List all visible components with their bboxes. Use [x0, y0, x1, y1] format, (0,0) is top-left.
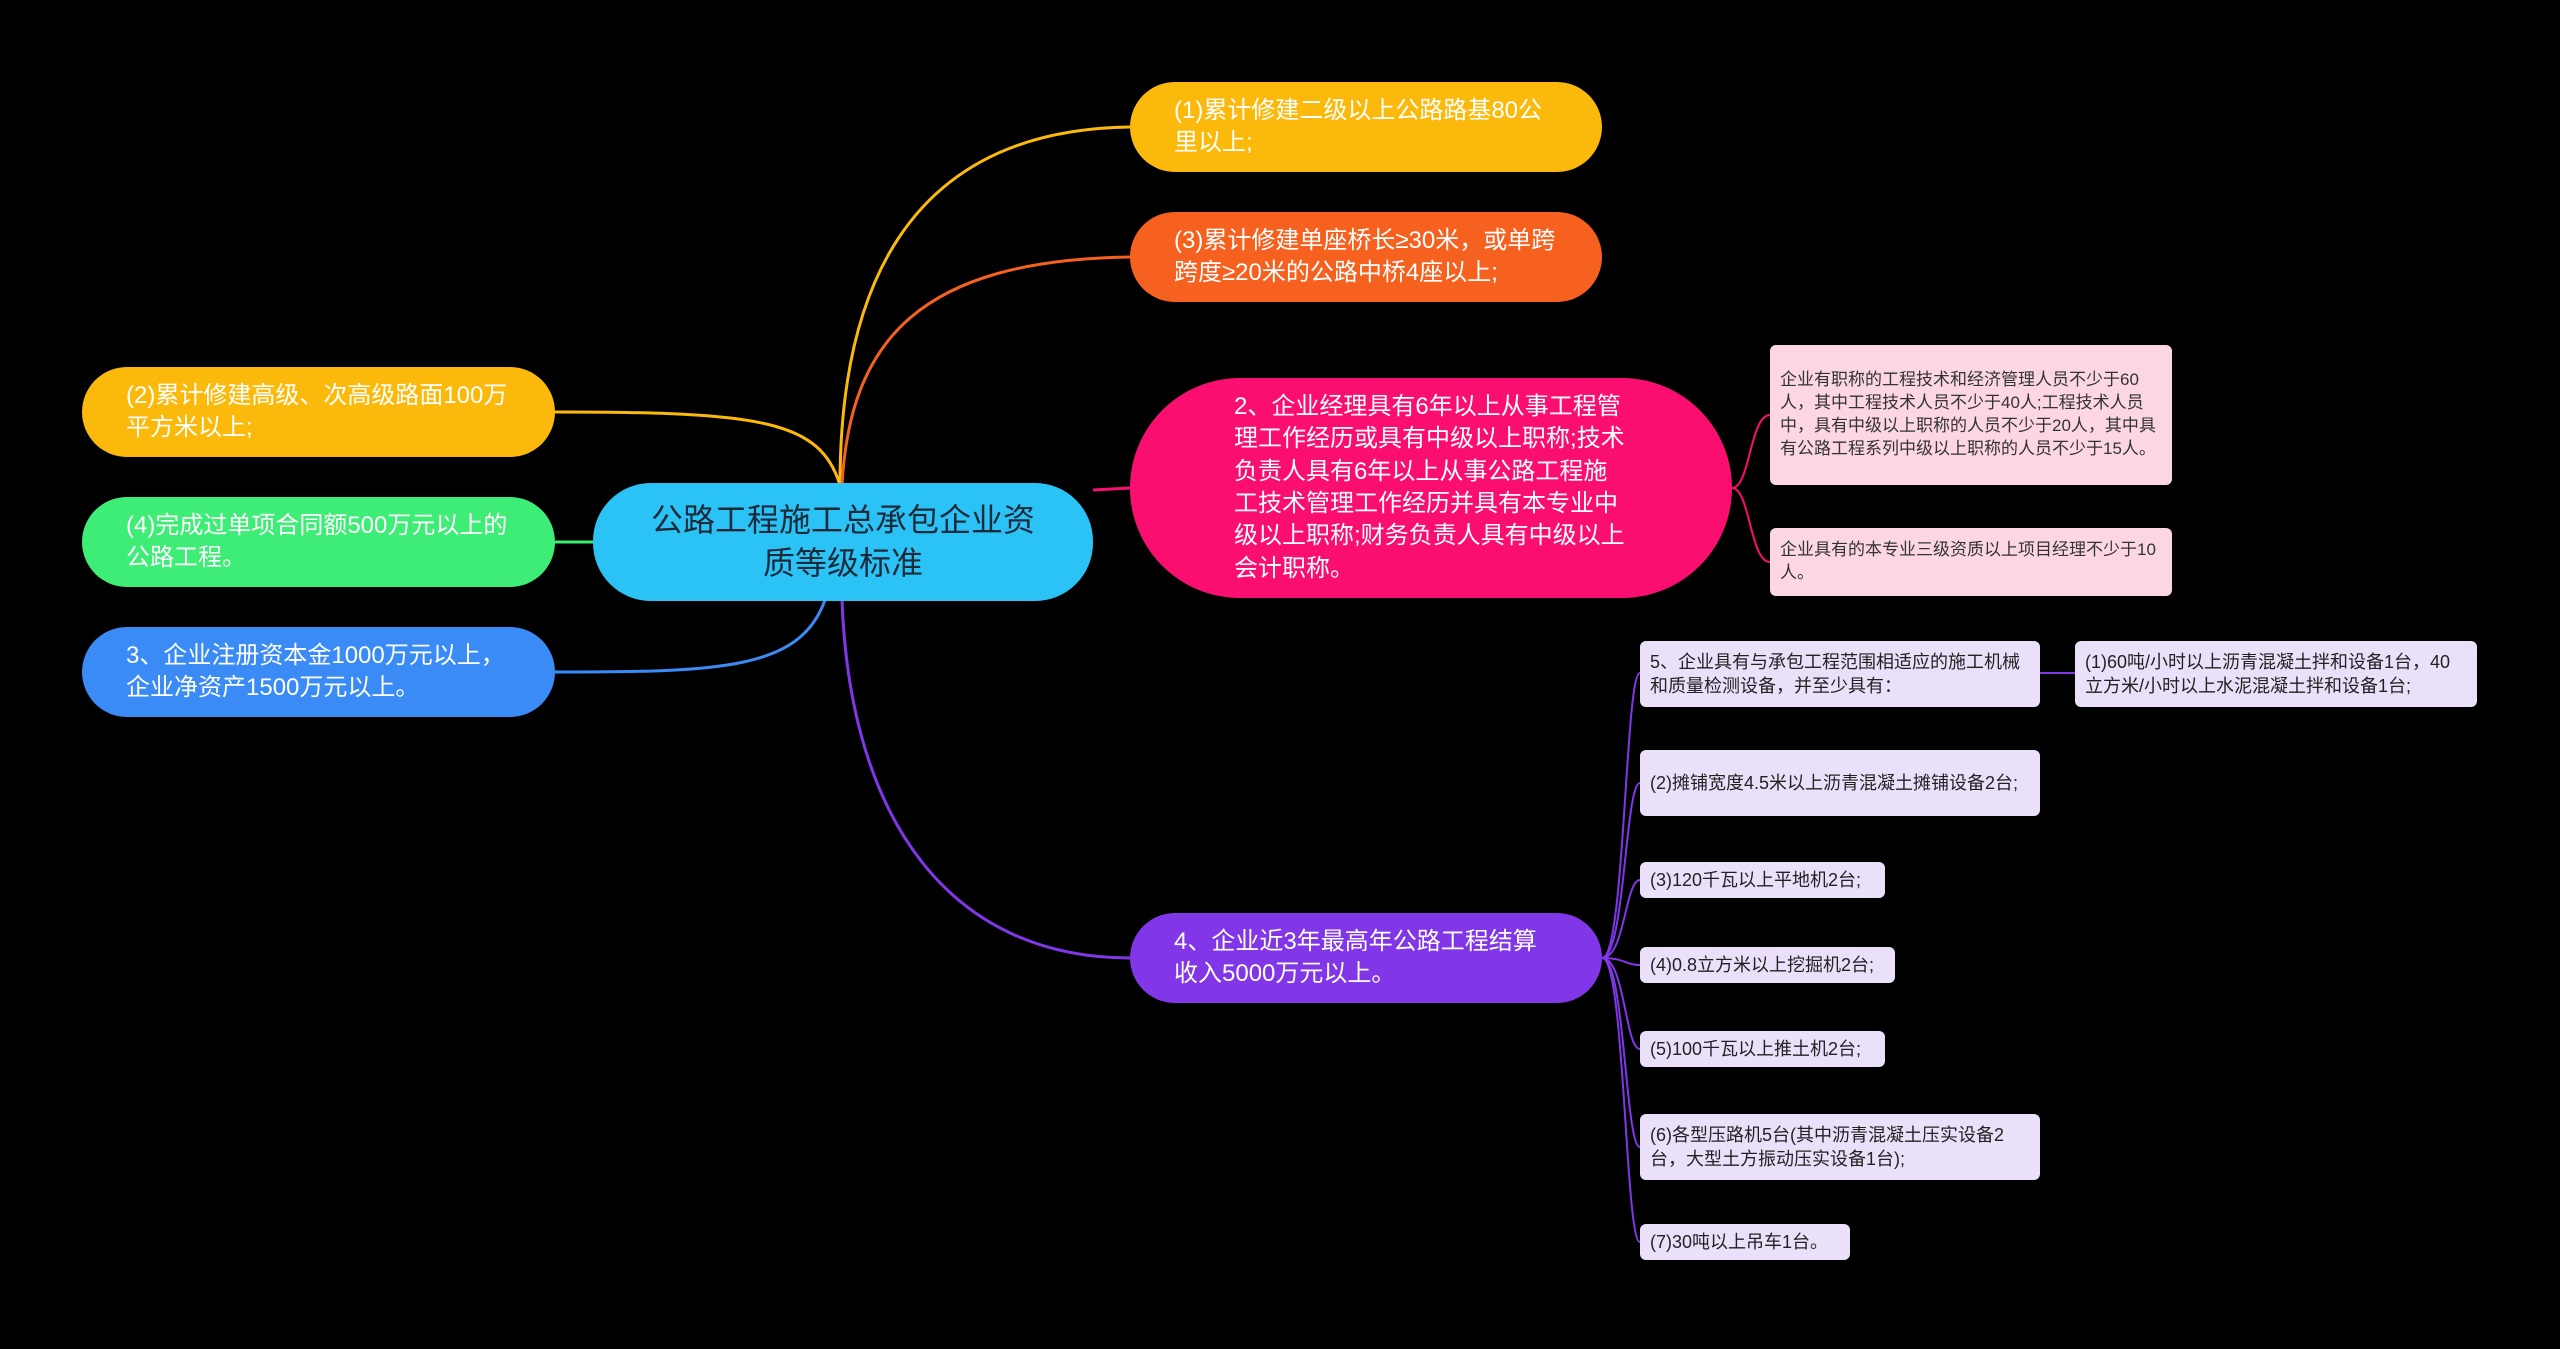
link-root-b3: [1092, 486, 1131, 492]
branch-bridge-text: (3)累计修建单座桥长≥30米，或单跨跨度≥20米的公路中桥4座以上;: [1174, 226, 1556, 286]
branch-capital[interactable]: 3、企业注册资本金1000万元以上，企业净资产1500万元以上。: [82, 627, 555, 717]
root-title: 公路工程施工总承包企业资质等级标准: [650, 501, 1035, 581]
link-root-b2: [840, 255, 1131, 486]
branch-personnel-text: 2、企业经理具有6年以上从事工程管理工作经历或具有中级以上职称;技术负责人具有6…: [1234, 392, 1625, 582]
branch-roadbed-text: (1)累计修建二级以上公路路基80公里以上;: [1174, 96, 1543, 156]
branch-contract[interactable]: (4)完成过单项合同额500万元以上的公路工程。: [82, 497, 555, 587]
branch-capital-text: 3、企业注册资本金1000万元以上，企业净资产1500万元以上。: [126, 641, 505, 701]
leaf-crane-text: (7)30吨以上吊车1台。: [1650, 1231, 1829, 1252]
leaf-roller[interactable]: (6)各型压路机5台(其中沥青混凝土压实设备2台，大型土方振动压实设备1台);: [1640, 1114, 2040, 1180]
link-b4-e7: [1601, 957, 1641, 1243]
link-b4-e1: [1601, 672, 1641, 959]
leaf-bulldozer-text: (5)100千瓦以上推土机2台;: [1650, 1038, 1862, 1059]
link-b4-e6: [1601, 957, 1641, 1148]
link-b4-e3: [1601, 879, 1641, 959]
branch-personnel[interactable]: 2、企业经理具有6年以上从事工程管理工作经历或具有中级以上职称;技术负责人具有6…: [1130, 378, 1732, 598]
leaf-roller-text: (6)各型压路机5台(其中沥青混凝土压实设备2台，大型土方振动压实设备1台);: [1650, 1124, 2005, 1169]
leaf-grader[interactable]: (3)120千瓦以上平地机2台;: [1640, 862, 1885, 898]
branch-contract-text: (4)完成过单项合同额500万元以上的公路工程。: [126, 511, 508, 571]
leaf-staff-count[interactable]: 企业有职称的工程技术和经济管理人员不少于60人，其中工程技术人员不少于40人;工…: [1770, 345, 2172, 485]
link-b3-s2: [1731, 487, 1771, 563]
leaf-mixing-plant-text: (1)60吨/小时以上沥青混凝土拌和设备1台，40立方米/小时以上水泥混凝土拌和…: [2085, 651, 2451, 696]
leaf-grader-text: (3)120千瓦以上平地机2台;: [1650, 869, 1862, 890]
link-b3-s1: [1731, 414, 1771, 489]
branch-pavement[interactable]: (2)累计修建高级、次高级路面100万平方米以上;: [82, 367, 555, 457]
leaf-excavator-text: (4)0.8立方米以上挖掘机2台;: [1650, 954, 1875, 975]
leaf-mixing-plant[interactable]: (1)60吨/小时以上沥青混凝土拌和设备1台，40立方米/小时以上水泥混凝土拌和…: [2075, 641, 2477, 707]
leaf-project-managers[interactable]: 企业具有的本专业三级资质以上项目经理不少于10人。: [1770, 528, 2172, 596]
leaf-project-managers-text: 企业具有的本专业三级资质以上项目经理不少于10人。: [1780, 540, 2156, 582]
branch-roadbed[interactable]: (1)累计修建二级以上公路路基80公里以上;: [1130, 82, 1602, 172]
link-b4-e5: [1601, 957, 1641, 1050]
root-topic[interactable]: 公路工程施工总承包企业资质等级标准: [593, 483, 1093, 601]
link-root-l3: [554, 599, 827, 674]
leaf-equipment-intro[interactable]: 5、企业具有与承包工程范围相适应的施工机械和质量检测设备，并至少具有：: [1640, 641, 2040, 707]
leaf-bulldozer[interactable]: (5)100千瓦以上推土机2台;: [1640, 1031, 1885, 1067]
link-b4-e2: [1601, 782, 1641, 959]
branch-revenue-text: 4、企业近3年最高年公路工程结算收入5000万元以上。: [1174, 927, 1537, 987]
link-root-b4: [840, 599, 1131, 960]
link-root-l1: [554, 410, 842, 486]
leaf-paver[interactable]: (2)摊铺宽度4.5米以上沥青混凝土摊铺设备2台;: [1640, 750, 2040, 816]
link-root-b1: [838, 125, 1131, 486]
leaf-paver-text: (2)摊铺宽度4.5米以上沥青混凝土摊铺设备2台;: [1650, 772, 2019, 793]
link-b4-e4: [1601, 957, 1641, 966]
leaf-excavator[interactable]: (4)0.8立方米以上挖掘机2台;: [1640, 947, 1895, 983]
leaf-equipment-intro-text: 5、企业具有与承包工程范围相适应的施工机械和质量检测设备，并至少具有：: [1650, 651, 2021, 696]
branch-revenue[interactable]: 4、企业近3年最高年公路工程结算收入5000万元以上。: [1130, 913, 1602, 1003]
leaf-crane[interactable]: (7)30吨以上吊车1台。: [1640, 1224, 1850, 1260]
branch-bridge[interactable]: (3)累计修建单座桥长≥30米，或单跨跨度≥20米的公路中桥4座以上;: [1130, 212, 1602, 302]
branch-pavement-text: (2)累计修建高级、次高级路面100万平方米以上;: [126, 381, 508, 441]
leaf-staff-count-text: 企业有职称的工程技术和经济管理人员不少于60人，其中工程技术人员不少于40人;工…: [1780, 370, 2156, 458]
